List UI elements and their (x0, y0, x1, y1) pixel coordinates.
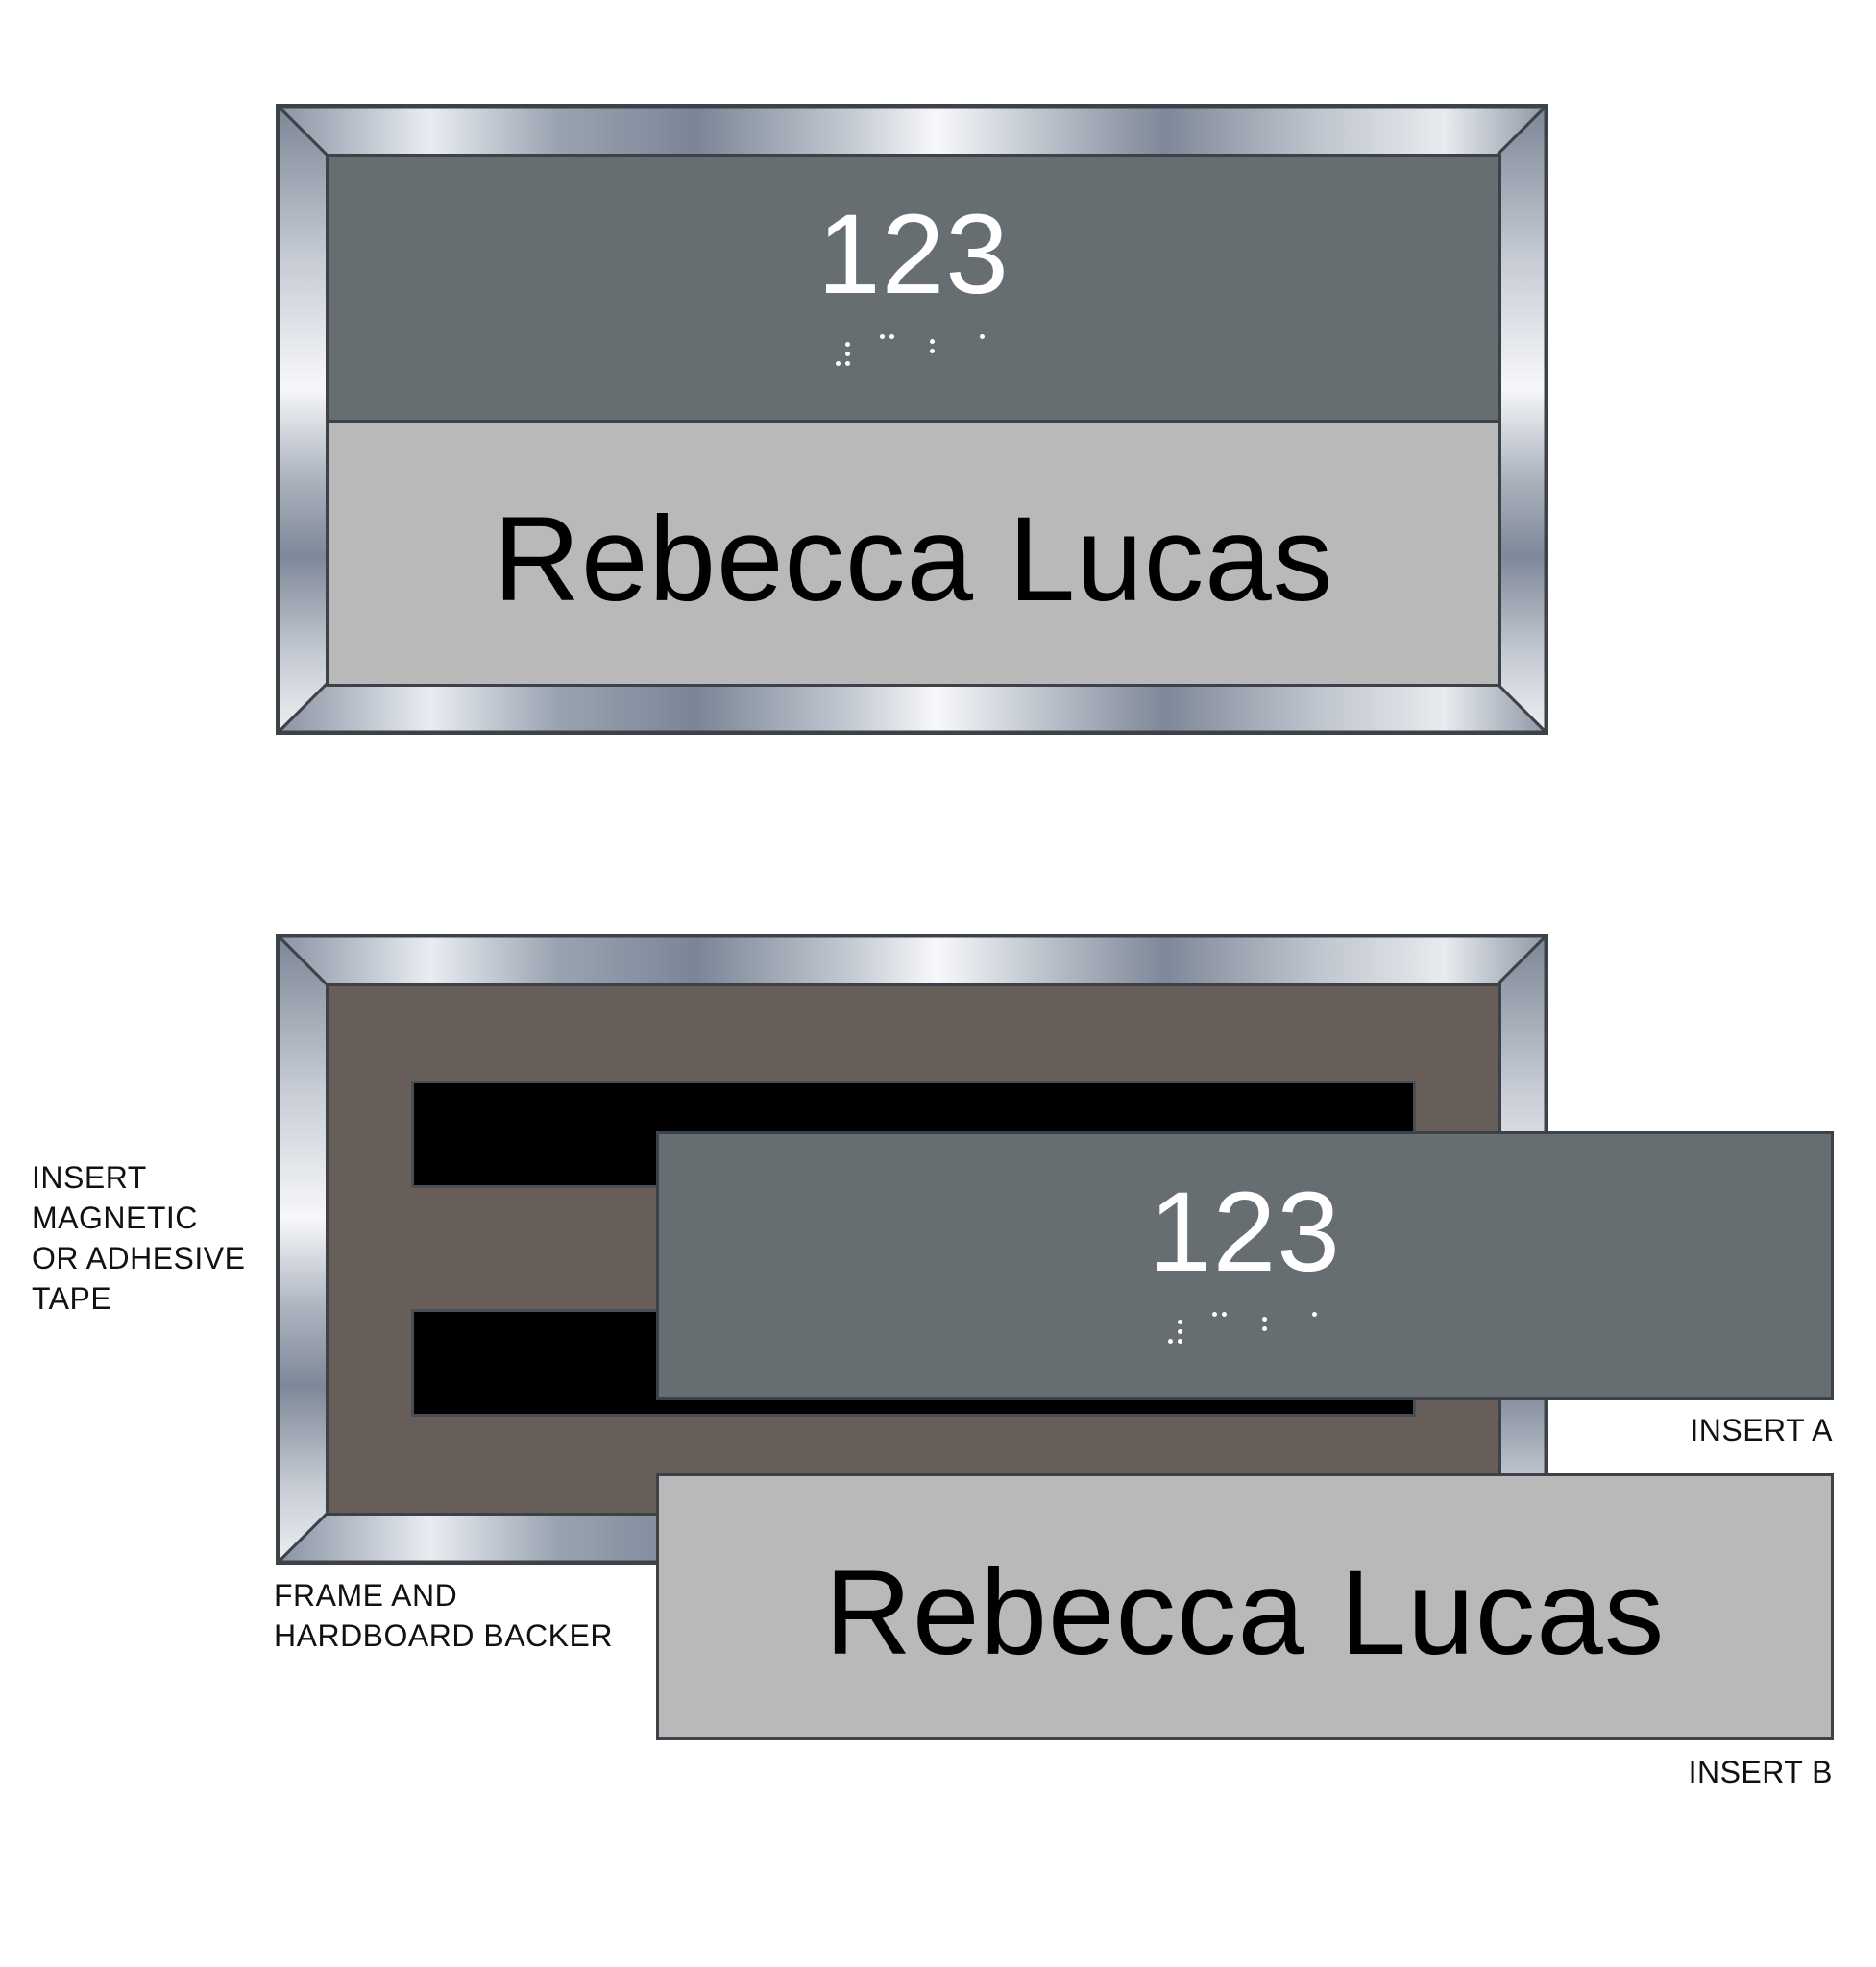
label-insert-a: INSERT A (1690, 1413, 1833, 1447)
frame-bevel (279, 107, 1546, 732)
insert-a-room-number: 123 (1149, 1169, 1341, 1296)
insert-b-name: Rebecca Lucas (824, 1546, 1666, 1680)
assembled-braille (836, 334, 999, 373)
label-frame: FRAME AND HARDBOARD BACKER (274, 1578, 613, 1653)
assembled-name: Rebecca Lucas (493, 493, 1334, 626)
insert-b-panel: Rebecca Lucas (656, 1473, 1834, 1740)
insert-a-braille (1168, 1312, 1331, 1350)
insert-a-panel: 123 (656, 1131, 1834, 1400)
label-insert-b: INSERT B (1688, 1755, 1833, 1789)
assembled-sign-frame (276, 104, 1548, 735)
label-tape: INSERT MAGNETIC OR ADHESIVE TAPE (32, 1160, 246, 1316)
assembled-room-number: 123 (817, 191, 1010, 318)
assembled-insert-b: Rebecca Lucas (326, 420, 1501, 687)
assembled-insert-a: 123 (326, 154, 1501, 423)
